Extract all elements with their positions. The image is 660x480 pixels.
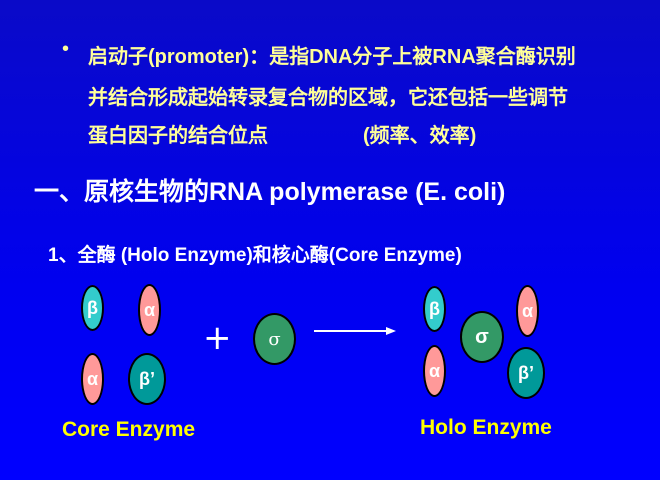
arrow-icon [314, 327, 396, 335]
core-beta-subunit: β [81, 285, 104, 331]
plus-sign: + [203, 318, 232, 358]
holo-sigma-factor: σ [460, 311, 504, 363]
core-enzyme-label: Core Enzyme [62, 418, 196, 441]
subheading: 1、全酶 (Holo Enzyme)和核心酶(Core Enzyme) [48, 245, 462, 266]
core-beta-prime-subunit: β’ [128, 353, 166, 405]
promoter-definition-line2: 并结合形成起始转录复合物的区域，它还包括一些调节 [88, 87, 568, 109]
promoter-definition-line3: 蛋白因子的结合位点 [88, 125, 268, 147]
bullet-icon: • [62, 38, 70, 60]
section-heading: 一、原核生物的RNA polymerase (E. coli) [34, 178, 506, 206]
holo-beta-prime-subunit: β’ [507, 347, 545, 399]
promoter-note: (频率、效率) [363, 125, 477, 147]
holo-alpha-subunit: α [516, 285, 539, 337]
promoter-definition-line1: 启动子(promoter)：是指DNA分子上被RNA聚合酶识别 [88, 46, 576, 68]
core-alpha-subunit: α [138, 284, 161, 336]
holo-enzyme-label: Holo Enzyme [420, 416, 552, 439]
sigma-factor: σ [253, 313, 296, 365]
holo-beta-subunit: β [423, 286, 446, 332]
holo-alpha-subunit: α [423, 345, 446, 397]
core-alpha-subunit: α [81, 353, 104, 405]
